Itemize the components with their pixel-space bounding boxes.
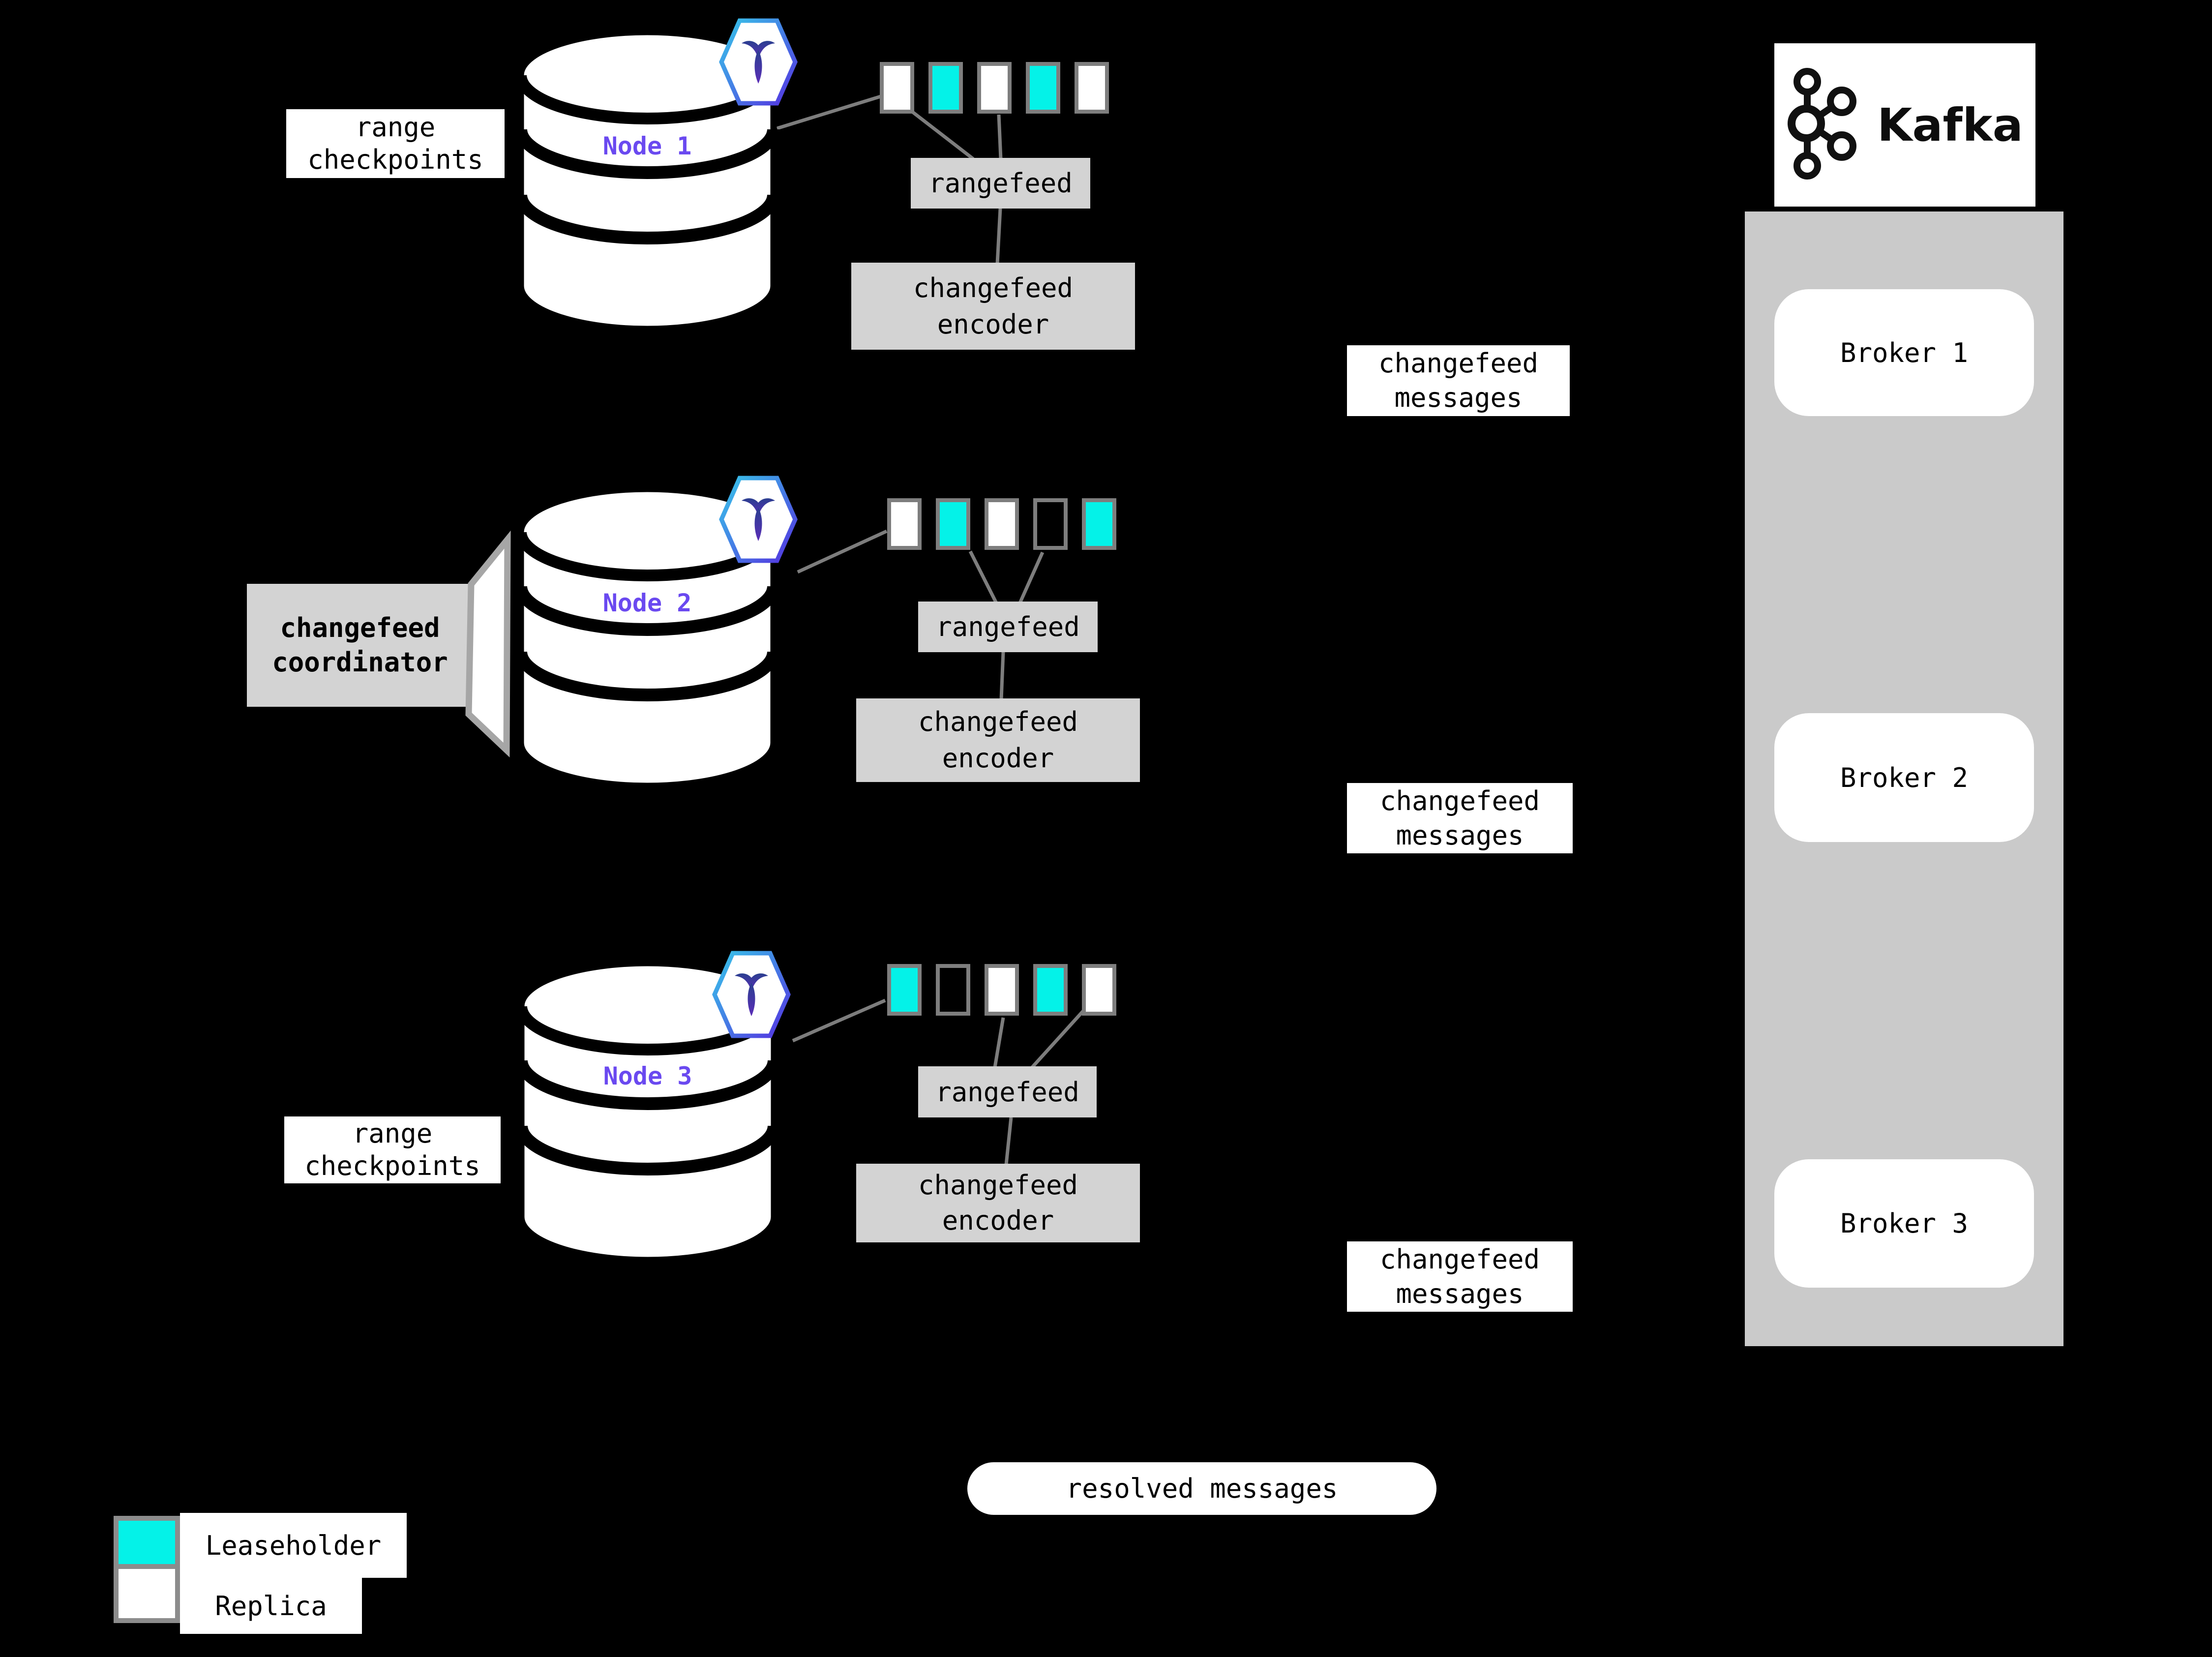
label-line: encoder xyxy=(942,743,1054,774)
kafka-logo: Kafka xyxy=(1774,43,2035,207)
label-line: changefeed xyxy=(913,272,1074,303)
broker-3-box: Broker 3 xyxy=(1774,1159,2034,1288)
node-3-ranges xyxy=(887,964,1116,1016)
changefeed-encoder-box-1: changefeed encoder xyxy=(851,263,1135,350)
coordinator-flag xyxy=(465,530,511,758)
range-checkpoints-label-1: range checkpoints xyxy=(286,109,505,178)
label-line: changefeed xyxy=(1379,785,1540,816)
node-2-ranges xyxy=(887,498,1116,550)
legend-label-replica: Replica xyxy=(180,1578,362,1634)
label-line: range xyxy=(355,112,436,143)
label-line: encoder xyxy=(937,308,1049,340)
range-rect xyxy=(1082,498,1116,550)
range-rect xyxy=(936,498,970,550)
label-line: messages xyxy=(1396,1278,1524,1309)
legend-label-leaseholder: Leaseholder xyxy=(180,1513,407,1578)
resolved-messages-pill: resolved messages xyxy=(967,1462,1436,1515)
cockroachdb-logo-icon xyxy=(712,951,791,1038)
range-rect xyxy=(1075,62,1109,114)
range-rect xyxy=(887,498,922,550)
range-rect xyxy=(1026,62,1060,114)
node-1-label: Node 1 xyxy=(602,132,692,160)
broker-2-box: Broker 2 xyxy=(1774,713,2034,842)
node-2-cylinder xyxy=(514,485,780,789)
node-1-ranges xyxy=(880,62,1109,114)
range-checkpoints-label-3: range checkpoints xyxy=(284,1116,501,1183)
changefeed-messages-label-3: changefeed messages xyxy=(1347,1241,1573,1312)
label-line: changefeed xyxy=(918,706,1078,737)
kafka-title: Kafka xyxy=(1877,98,2023,151)
label-line: range xyxy=(352,1118,433,1149)
rangefeed-box-1: rangefeed xyxy=(911,158,1090,209)
changefeed-encoder-box-3: changefeed encoder xyxy=(856,1164,1140,1242)
cockroachdb-logo-icon xyxy=(719,476,798,563)
range-rect xyxy=(1033,964,1068,1016)
range-rect xyxy=(887,964,922,1016)
range-rect xyxy=(1082,964,1116,1016)
label-line: changefeed xyxy=(1379,1243,1540,1275)
range-rect xyxy=(936,964,970,1016)
label-line: messages xyxy=(1394,382,1523,413)
changefeed-messages-label-2: changefeed messages xyxy=(1347,783,1573,853)
rangefeed-box-3: rangefeed xyxy=(918,1066,1097,1117)
label-line: coordinator xyxy=(272,647,448,678)
range-rect xyxy=(1033,498,1068,550)
range-rect xyxy=(985,498,1019,550)
range-rect xyxy=(928,62,963,114)
label-line: changefeed xyxy=(1378,348,1539,379)
rangefeed-box-2: rangefeed xyxy=(918,602,1098,652)
node-2-label: Node 2 xyxy=(602,589,692,617)
label-line: changefeed xyxy=(280,612,440,643)
kafka-logo-icon xyxy=(1788,68,1857,180)
legend-swatch-replica xyxy=(114,1564,180,1623)
range-rect xyxy=(880,62,914,114)
changefeed-coordinator-label: changefeed coordinator xyxy=(247,584,473,707)
label-line: changefeed xyxy=(918,1170,1078,1201)
cockroachdb-logo-icon xyxy=(719,18,798,106)
node-3-cylinder xyxy=(515,960,780,1264)
node-1-cylinder xyxy=(514,29,780,332)
label-line: messages xyxy=(1396,819,1524,851)
broker-1-box: Broker 1 xyxy=(1774,289,2034,416)
label-line: encoder xyxy=(942,1205,1054,1236)
changefeed-messages-label-1: changefeed messages xyxy=(1347,345,1570,416)
range-rect xyxy=(985,964,1019,1016)
label-line: checkpoints xyxy=(307,144,483,175)
legend-swatch-leaseholder xyxy=(114,1516,180,1569)
changefeed-encoder-box-2: changefeed encoder xyxy=(856,698,1140,782)
node-3-label: Node 3 xyxy=(603,1062,692,1090)
label-line: checkpoints xyxy=(304,1150,480,1181)
range-rect xyxy=(977,62,1012,114)
